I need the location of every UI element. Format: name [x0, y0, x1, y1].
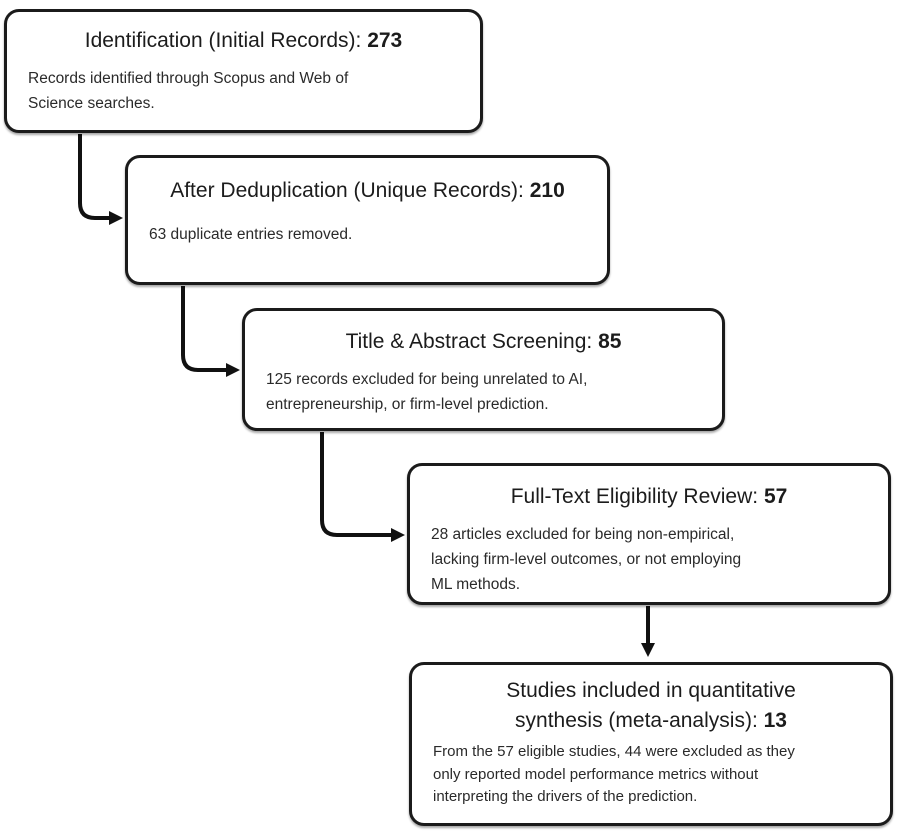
box-title-text: Identification (Initial Records): [84, 29, 368, 52]
box-count: 13 [763, 709, 787, 732]
connector-arrow-1 [78, 134, 123, 225]
box-count: 57 [763, 485, 788, 508]
flow-box-deduplication: After Deduplication (Unique Records): 21… [125, 155, 610, 285]
box-description: 125 records excluded for being unrelated… [266, 371, 588, 413]
connector-arrow-3 [320, 432, 405, 542]
box-title-text: Full-Text Eligibility Review: [510, 485, 764, 508]
box-description: 28 articles excluded for being non-empir… [431, 526, 742, 593]
flow-box-included-studies: Studies included in quantitative synthes… [409, 662, 893, 826]
box-description: Records identified through Scopus and We… [28, 70, 349, 112]
box-title: Full-Text Eligibility Review: 57 [431, 482, 867, 512]
box-title: Title & Abstract Screening: 85 [266, 327, 701, 357]
box-title-text: After Deduplication (Unique Records): [170, 179, 530, 202]
box-description: 63 duplicate entries removed. [149, 226, 353, 243]
flow-box-identification: Identification (Initial Records): 273 Re… [4, 9, 483, 133]
box-title: Identification (Initial Records): 273 [28, 26, 459, 56]
box-count: 210 [529, 179, 565, 202]
box-title-text: Studies included in quantitative synthes… [506, 679, 796, 732]
flow-box-title-abstract-screening: Title & Abstract Screening: 85 125 recor… [242, 308, 725, 431]
flow-box-full-text-eligibility: Full-Text Eligibility Review: 57 28 arti… [407, 463, 891, 605]
box-title-text: Title & Abstract Screening: [345, 330, 599, 353]
box-title: Studies included in quantitative synthes… [433, 676, 869, 736]
connector-arrow-2 [181, 286, 240, 377]
box-description: From the 57 eligible studies, 44 were ex… [433, 743, 795, 805]
box-count: 273 [367, 29, 403, 52]
box-count: 85 [598, 330, 622, 353]
box-title: After Deduplication (Unique Records): 21… [149, 176, 586, 206]
